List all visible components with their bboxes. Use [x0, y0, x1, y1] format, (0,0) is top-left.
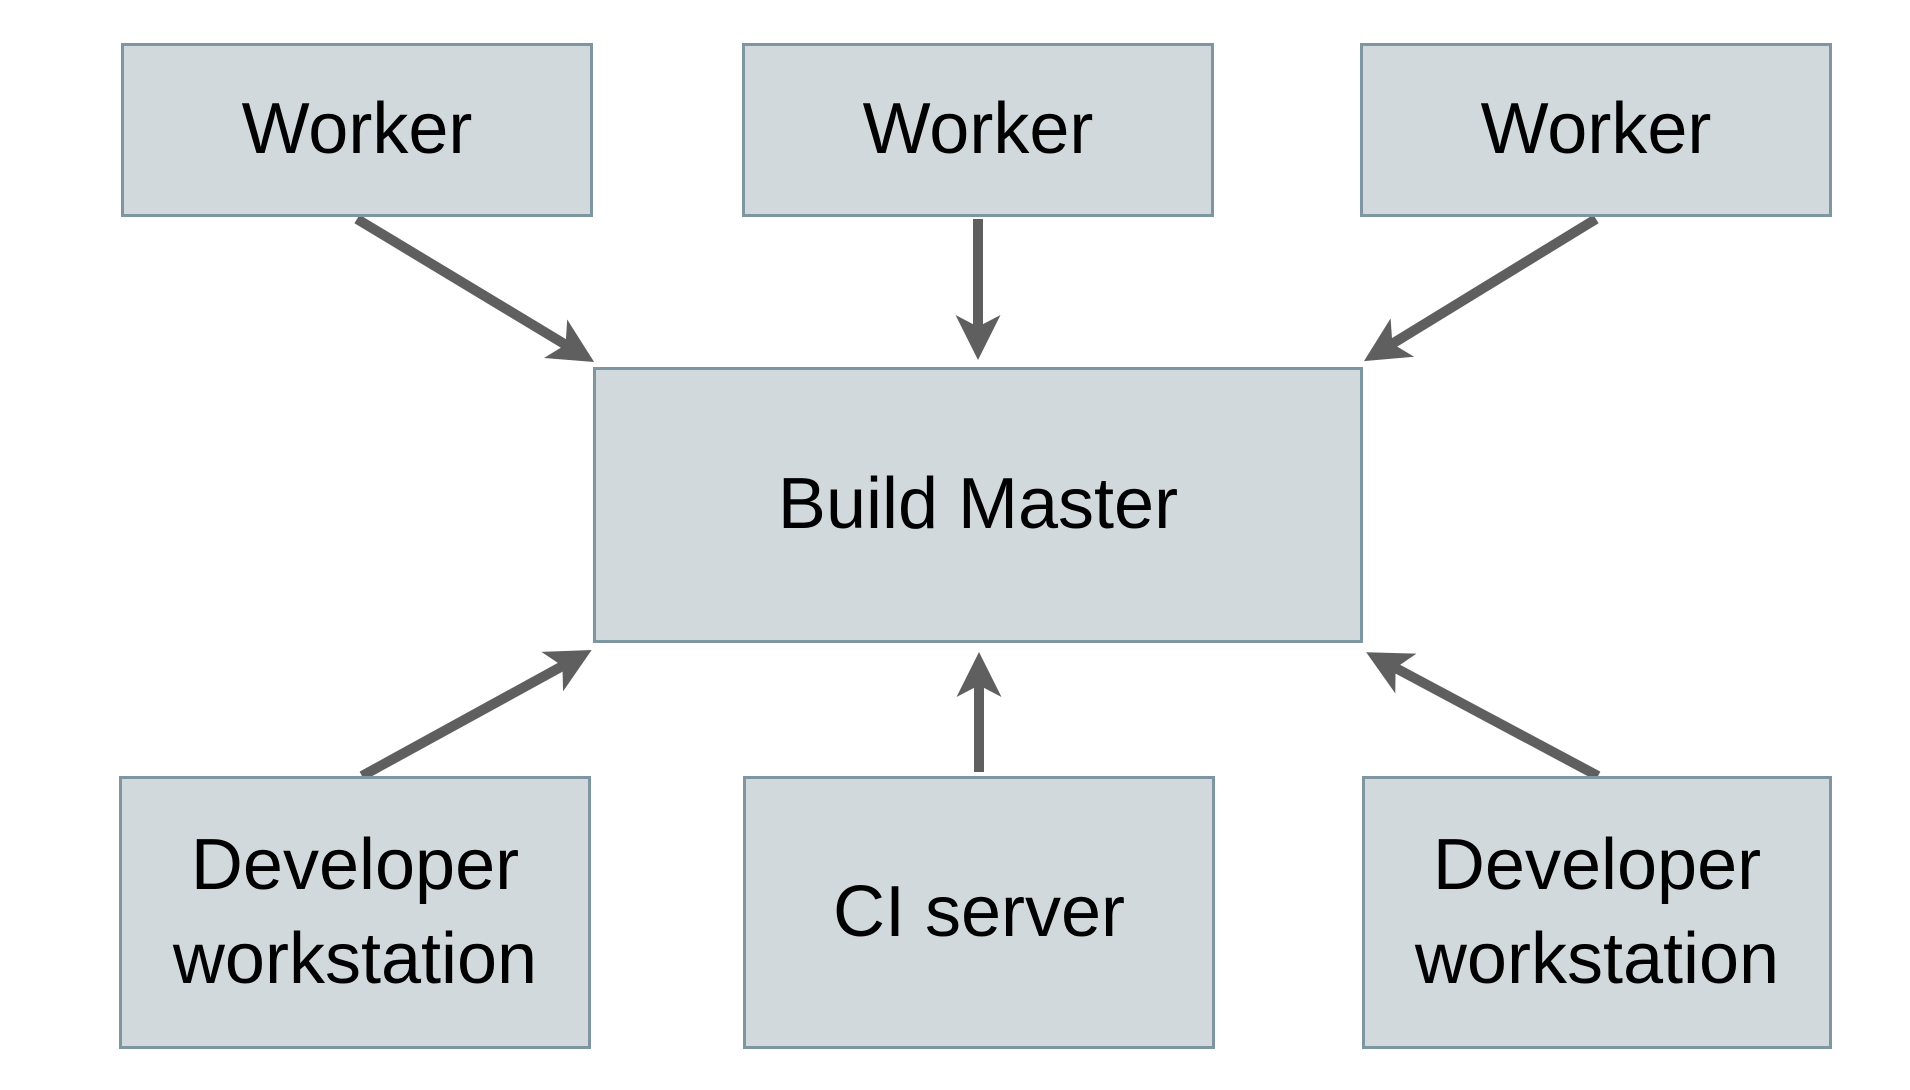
- arrow-worker-3-to-build-master: [1363, 214, 1599, 362]
- arrow-developer-workstation-right-to-build-master: [1366, 652, 1601, 781]
- node-ci-server: CI server: [743, 776, 1215, 1049]
- node-build-master: Build Master: [593, 367, 1363, 643]
- node-worker-1: Worker: [121, 43, 593, 217]
- arrow-worker-1-to-build-master: [354, 214, 595, 362]
- node-developer-workstation-right: Developer workstation: [1362, 776, 1832, 1049]
- node-worker-3-label: Worker: [1480, 89, 1712, 170]
- node-worker-1-label: Worker: [241, 89, 473, 170]
- node-worker-3: Worker: [1360, 43, 1832, 217]
- node-developer-workstation-left-label: Developer workstation: [172, 824, 538, 999]
- node-worker-2: Worker: [742, 43, 1214, 217]
- node-build-master-label: Build Master: [777, 464, 1179, 545]
- arrow-developer-workstation-left-to-build-master: [359, 650, 592, 781]
- node-developer-workstation-right-label: Developer workstation: [1414, 824, 1780, 999]
- node-developer-workstation-left: Developer workstation: [119, 776, 591, 1049]
- node-ci-server-label: CI server: [832, 871, 1126, 952]
- node-worker-2-label: Worker: [862, 89, 1094, 170]
